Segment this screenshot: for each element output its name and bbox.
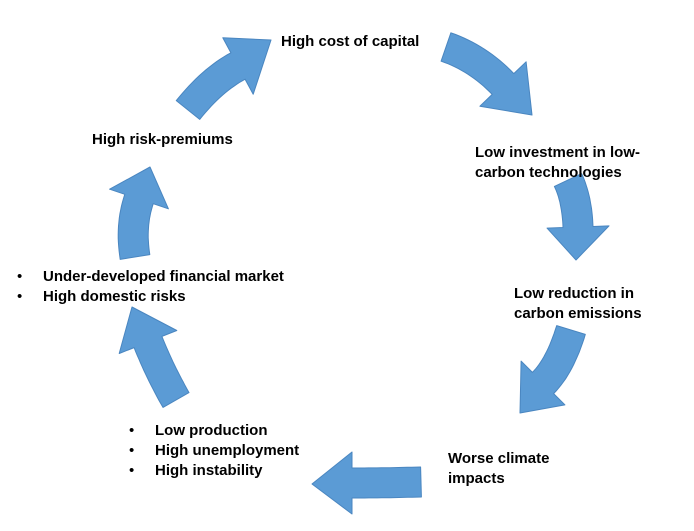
arrow-right-lower bbox=[519, 325, 586, 414]
list-item: •High domestic risks bbox=[17, 288, 186, 305]
arrow-bottom bbox=[311, 451, 422, 515]
list-item: •High unemployment bbox=[129, 442, 300, 459]
node-label: Worse climate impacts bbox=[448, 450, 550, 487]
node-market-risks: •Under-developed financial market •High … bbox=[17, 267, 284, 307]
economic-effects-list: •Low production •High unemployment •High… bbox=[129, 421, 299, 481]
bullet-icon: • bbox=[129, 462, 135, 479]
node-label: High cost of capital bbox=[281, 33, 420, 50]
node-low-investment: Low investment in low- carbon technologi… bbox=[475, 123, 640, 183]
bullet-icon: • bbox=[129, 442, 135, 459]
node-high-risk-premiums: High risk-premiums bbox=[92, 130, 233, 150]
arrow-left-lower bbox=[118, 306, 190, 408]
node-high-cost-of-capital: High cost of capital bbox=[281, 32, 419, 52]
list-item: •Under-developed financial market bbox=[17, 268, 284, 285]
arrow-top-right bbox=[440, 32, 533, 116]
arrow-left-upper bbox=[109, 166, 169, 260]
bullet-icon: • bbox=[17, 288, 23, 305]
node-worse-climate: Worse climate impacts bbox=[448, 429, 549, 489]
node-label: High risk-premiums bbox=[92, 131, 233, 148]
arrow-top-left bbox=[175, 37, 272, 120]
bullet-icon: • bbox=[129, 422, 135, 439]
list-item: •Low production bbox=[129, 422, 268, 439]
node-low-reduction: Low reduction in carbon emissions bbox=[514, 264, 642, 324]
list-item: •High instability bbox=[129, 462, 263, 479]
node-label: Low reduction in carbon emissions bbox=[514, 285, 642, 322]
bullet-icon: • bbox=[17, 268, 23, 285]
node-economic-effects: •Low production •High unemployment •High… bbox=[129, 421, 299, 481]
market-risks-list: •Under-developed financial market •High … bbox=[17, 267, 284, 307]
arrow-right-upper bbox=[546, 173, 610, 261]
node-label: Low investment in low- carbon technologi… bbox=[475, 144, 641, 181]
